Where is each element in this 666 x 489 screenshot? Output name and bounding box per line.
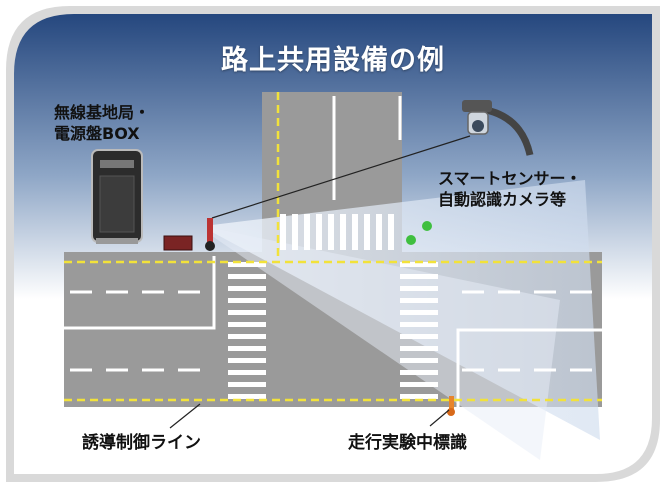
test-sign-callout (429, 409, 450, 427)
base-station-label: 無線基地局・ 電源盤BOX (54, 102, 150, 144)
power-box (163, 235, 193, 251)
crosswalk-west (228, 262, 266, 399)
crosswalk-north (280, 214, 394, 250)
crosswalk-east (400, 262, 438, 399)
guidance-line-callout (169, 403, 201, 429)
base-station-label-line1: 無線基地局・ (54, 103, 151, 122)
guidance-lines (64, 92, 602, 402)
smart-sensor-label-line1: スマートセンサー・ (438, 169, 582, 188)
base-station-label-line2: 電源盤BOX (54, 124, 140, 143)
smart-sensor-label: スマートセンサー・ 自動認識カメラ等 (438, 168, 582, 210)
smart-sensor-camera (462, 100, 534, 156)
guidance-line-label: 誘導制御ライン (82, 433, 201, 453)
test-sign-label: 走行実験中標識 (348, 433, 467, 453)
lane-markings (64, 96, 602, 407)
base-station-cabinet (91, 149, 143, 244)
diagram-title: 路上共用設備の例 (221, 45, 445, 76)
sensor-callout-line (211, 135, 471, 219)
pedestrian-markers (406, 221, 432, 245)
smart-sensor-label-line2: 自動認識カメラ等 (438, 190, 567, 209)
roadside-sensor-post (205, 218, 215, 251)
